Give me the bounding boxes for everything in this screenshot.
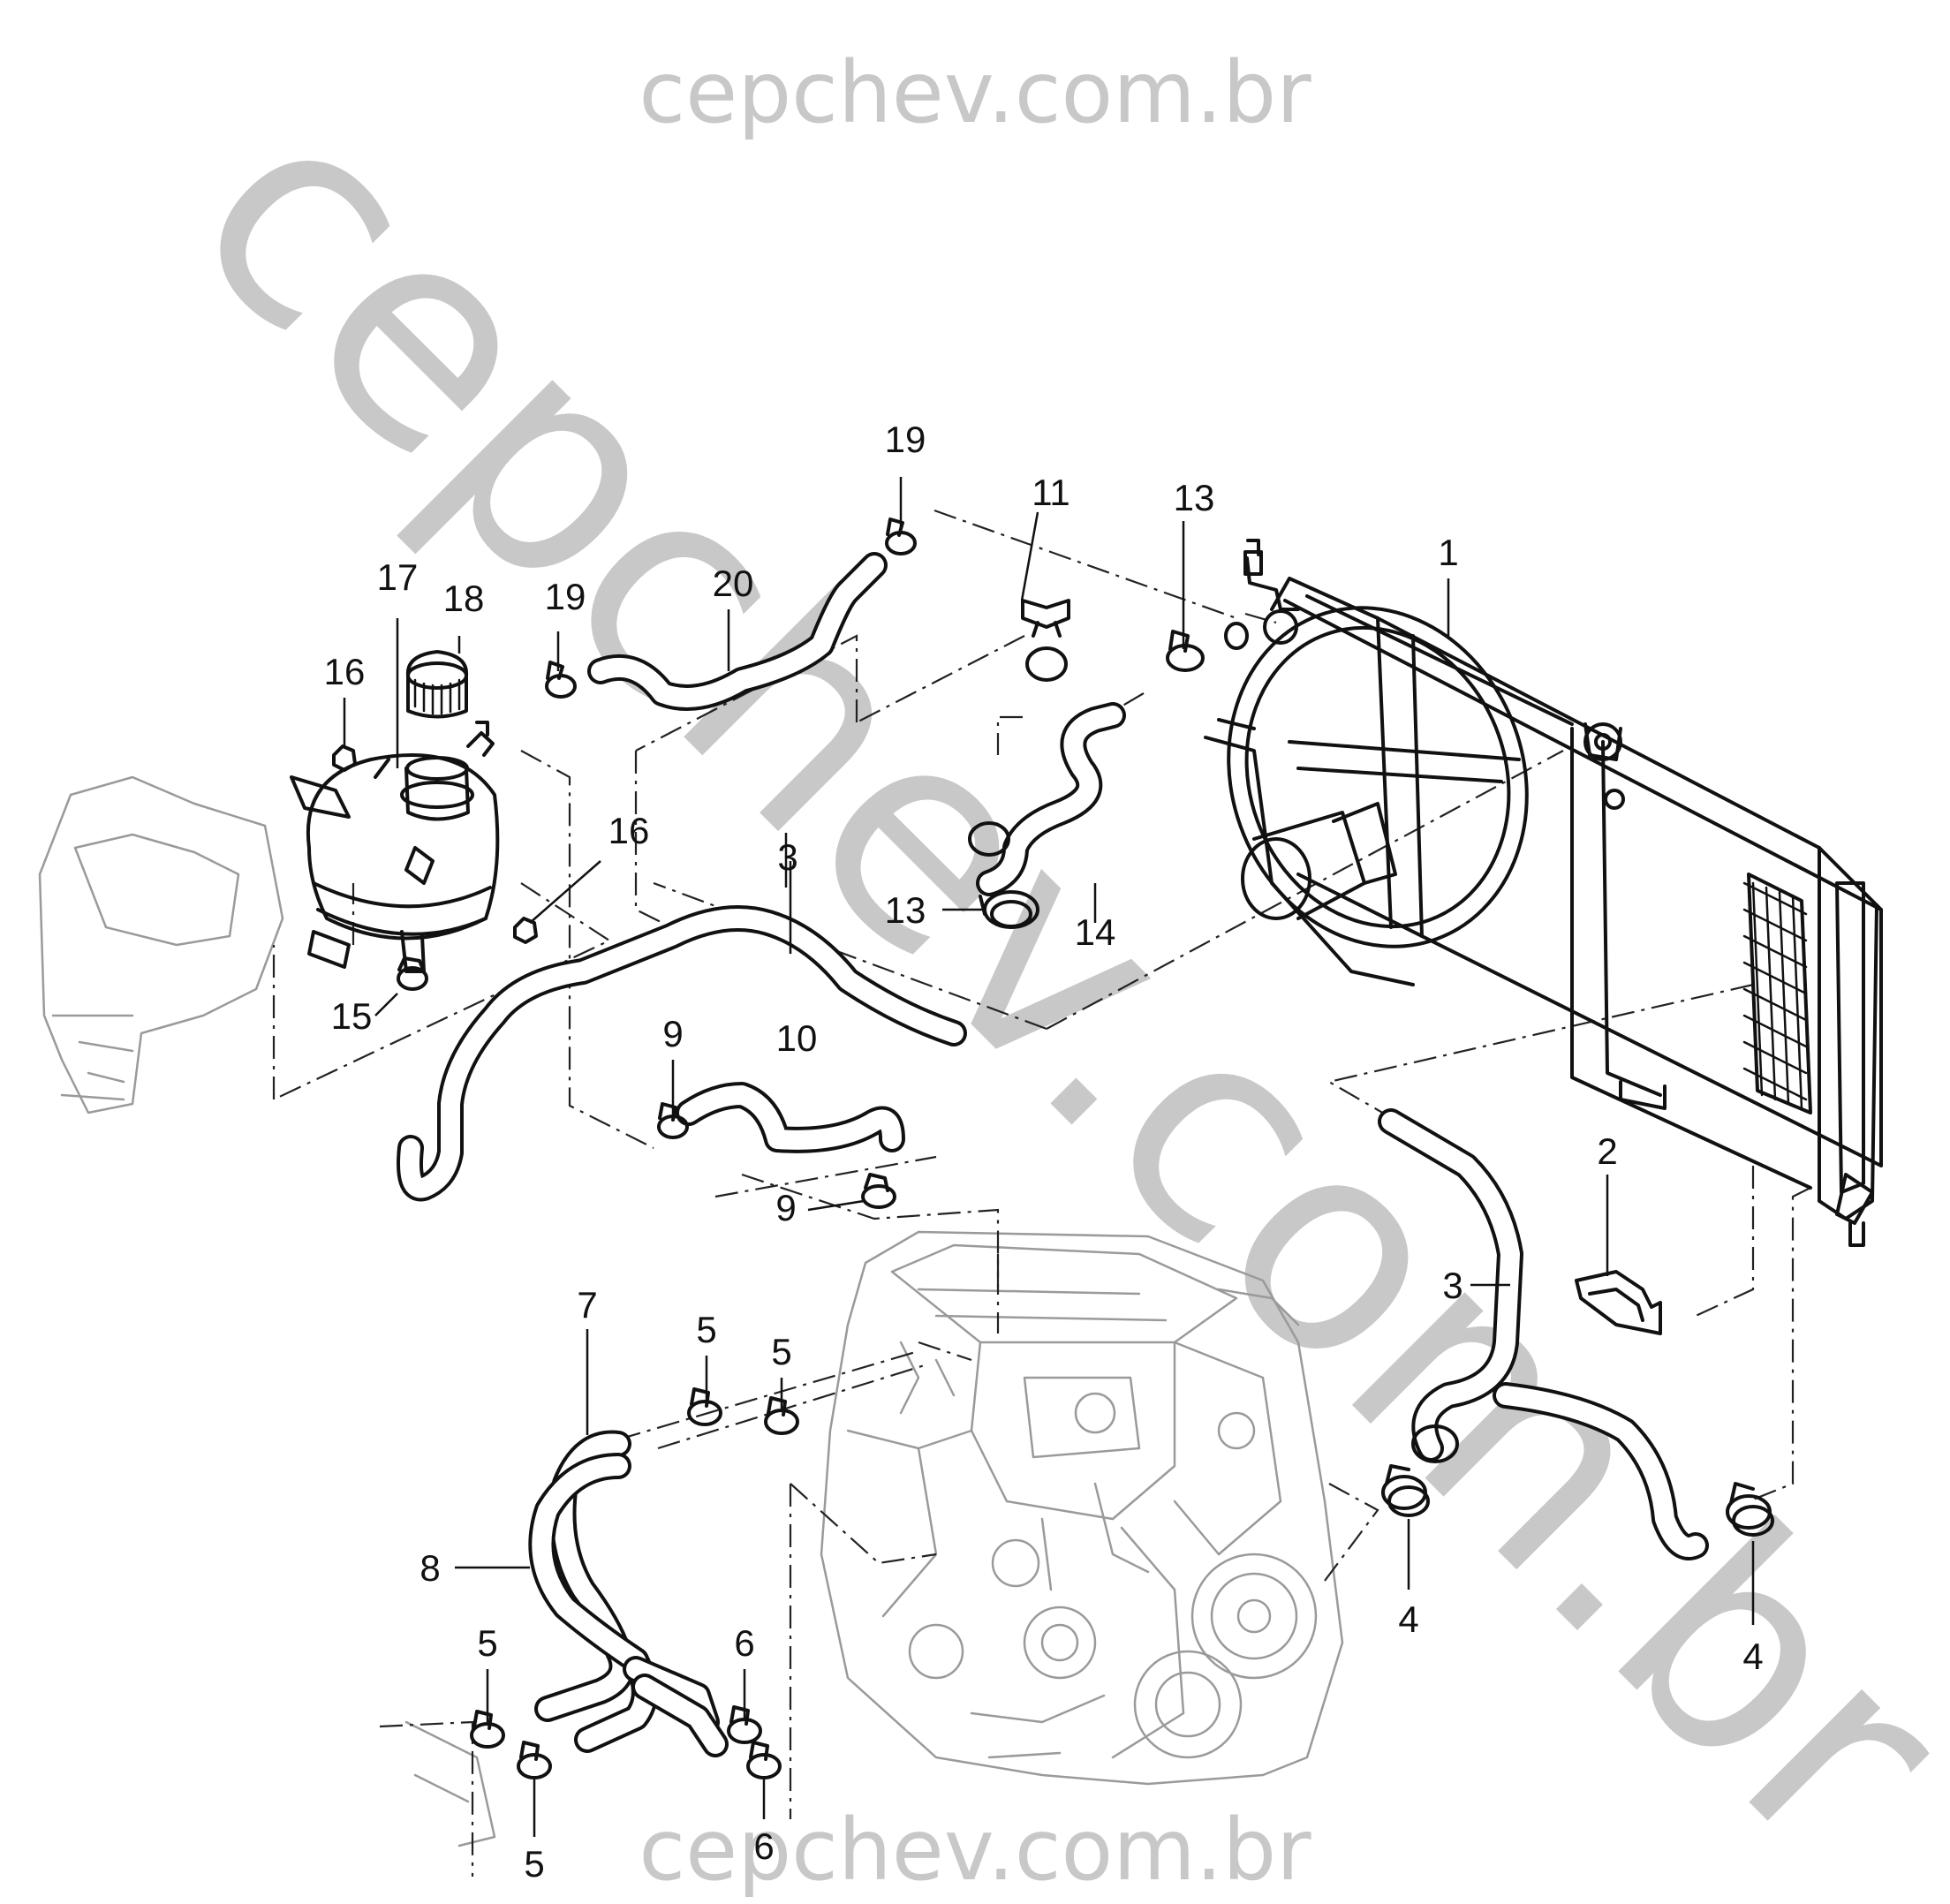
watermark-top: cepchev.com.br [639, 43, 1311, 142]
body-panel [38, 775, 496, 1847]
callout-14: 14 [1075, 911, 1116, 953]
clamp-19-left [545, 661, 577, 699]
clamp-5-d [517, 1741, 552, 1779]
clamp-15 [397, 956, 428, 991]
callout-16-top: 16 [324, 651, 366, 692]
nut-16-mid [513, 917, 538, 944]
callout-19-top: 19 [885, 419, 926, 460]
callout-5-d: 5 [524, 1843, 544, 1885]
clamp-6-b [746, 1741, 782, 1779]
leader-lines [343, 477, 1755, 1837]
clamps [332, 518, 1774, 1779]
callout-20: 20 [713, 563, 754, 604]
callout-11: 11 [1032, 472, 1070, 513]
clamp-9-top [657, 1102, 689, 1139]
clamp-6-a [727, 1705, 762, 1744]
clamp-5-a [687, 1387, 722, 1426]
callout-9-top: 9 [662, 1013, 683, 1054]
watermark-bottom: cepchev.com.br [639, 1801, 1311, 1900]
clamp-5-c [470, 1710, 505, 1749]
engine-block [820, 1230, 1344, 1786]
nut-16-top [332, 744, 357, 772]
clamp-4-left [1381, 1464, 1430, 1517]
clamp-13-top [1166, 622, 1249, 672]
callout-17: 17 [377, 556, 419, 598]
fan-shroud [1204, 606, 1529, 986]
callout-8: 8 [419, 1547, 440, 1589]
callout-1: 1 [1438, 532, 1458, 573]
clamp-9-bottom [861, 1173, 896, 1209]
clamp-4-right [1726, 1482, 1774, 1537]
callout-16-mid: 16 [608, 810, 650, 851]
callout-18: 18 [443, 578, 485, 619]
radiator [1243, 539, 1883, 1247]
callout-9-bottom: 9 [775, 1187, 796, 1228]
callout-numbers: 1 2 3 3 4 4 5 5 5 5 6 6 7 8 9 9 10 11 13… [324, 419, 1764, 1885]
callout-13-mid: 13 [885, 889, 926, 931]
callout-19-left: 19 [545, 576, 586, 617]
radiator-core-mesh [1742, 881, 1808, 1110]
hose-20 [587, 552, 888, 711]
callout-15: 15 [331, 995, 373, 1037]
hose-10 [676, 1082, 905, 1153]
callout-2: 2 [1597, 1130, 1617, 1172]
watermark-diagonal: cepchev.com.br [132, 42, 1950, 1904]
callout-5-c: 5 [477, 1622, 497, 1664]
callout-10: 10 [776, 1017, 818, 1059]
hose-3-upper [397, 905, 967, 1202]
callout-13-top: 13 [1174, 477, 1215, 518]
callout-6-a: 6 [734, 1622, 754, 1664]
expansion-tank [290, 721, 500, 973]
callout-4-left: 4 [1398, 1598, 1418, 1640]
callout-7: 7 [577, 1284, 597, 1326]
filler-cap [405, 650, 469, 719]
callout-3-upper: 3 [777, 836, 797, 878]
callout-5-a: 5 [696, 1309, 716, 1350]
hose-8 [528, 1453, 729, 1757]
callout-6-b: 6 [753, 1825, 774, 1867]
callout-3-lower: 3 [1442, 1265, 1462, 1306]
callout-4-right: 4 [1742, 1636, 1763, 1677]
callout-5-b: 5 [771, 1331, 791, 1372]
hose-14 [968, 702, 1126, 896]
clamp-11 [1021, 599, 1070, 682]
clamp-5-b [764, 1396, 799, 1435]
bracket [1575, 1270, 1662, 1335]
hose-3-lower [1378, 1108, 1709, 1560]
